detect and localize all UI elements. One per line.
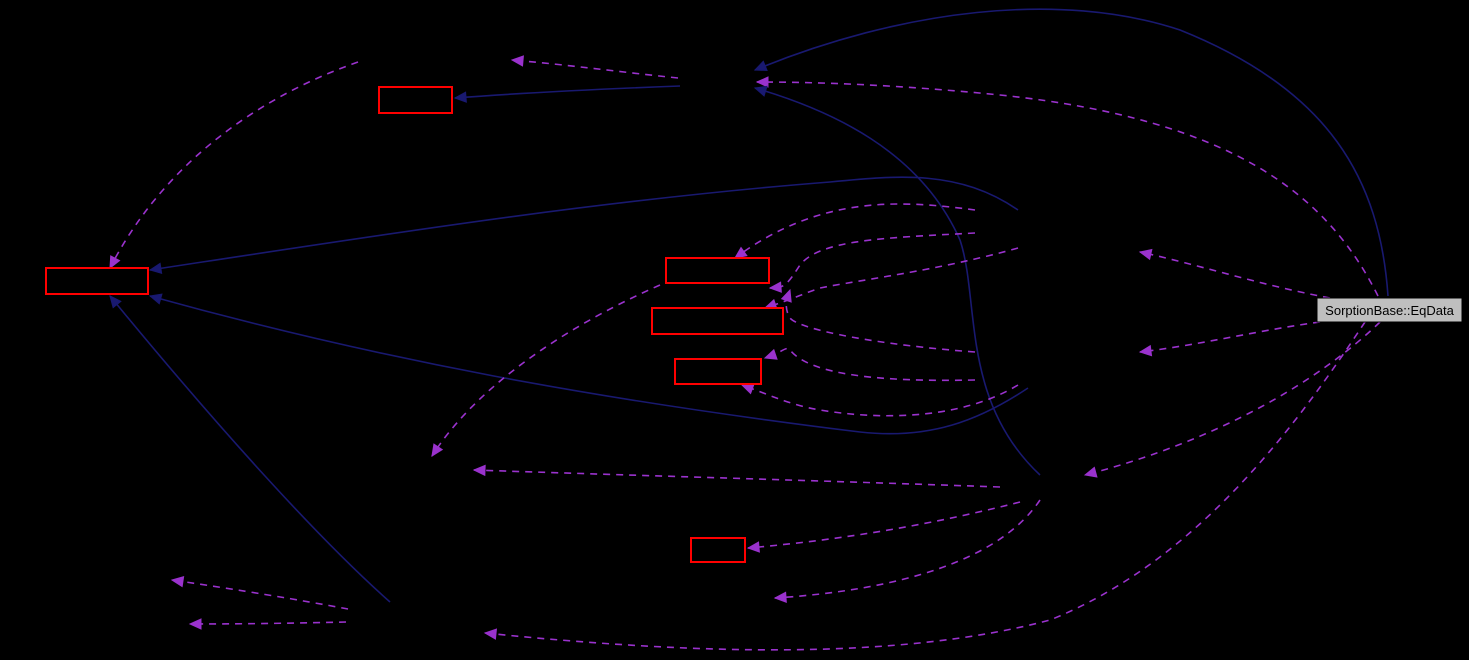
usage-edge bbox=[740, 383, 1019, 417]
arrowhead-icon bbox=[753, 85, 768, 97]
edge-path bbox=[764, 347, 976, 382]
inheritance-edge bbox=[109, 295, 391, 603]
arrowhead-icon bbox=[109, 255, 121, 270]
focus-node-box[interactable] bbox=[1316, 297, 1463, 323]
edge-path bbox=[149, 295, 1029, 435]
usage-edge bbox=[734, 203, 976, 259]
edge-path bbox=[734, 203, 976, 259]
arrowhead-icon bbox=[1138, 248, 1153, 261]
edge-path bbox=[774, 499, 1041, 599]
usage-edge bbox=[431, 284, 661, 458]
usage-edge bbox=[746, 501, 1021, 553]
inheritance-edge bbox=[148, 293, 1029, 435]
edge-path bbox=[1139, 321, 1321, 353]
arrowhead-icon bbox=[188, 618, 202, 630]
arrowhead-icon bbox=[768, 281, 782, 293]
arrowhead-icon bbox=[510, 55, 524, 67]
edge-path bbox=[756, 81, 1379, 297]
class-node[interactable] bbox=[651, 307, 784, 335]
inheritance-edge bbox=[453, 85, 681, 103]
edge-path bbox=[171, 579, 349, 610]
usage-edge bbox=[188, 618, 347, 630]
edge-path bbox=[511, 59, 679, 79]
arrowhead-icon bbox=[472, 464, 486, 477]
arrowhead-icon bbox=[780, 288, 792, 303]
edge-path bbox=[1139, 251, 1331, 299]
usage-edge bbox=[768, 232, 976, 293]
usage-edge bbox=[170, 575, 349, 610]
edge-path bbox=[785, 289, 976, 353]
edge-path bbox=[484, 321, 1366, 651]
nodes-layer bbox=[45, 86, 784, 563]
inheritance-edge bbox=[148, 176, 1019, 274]
arrowhead-icon bbox=[109, 295, 122, 309]
edge-path bbox=[189, 621, 347, 625]
arrowhead-icon bbox=[734, 246, 748, 259]
arrowhead-icon bbox=[148, 293, 163, 305]
edge-path bbox=[454, 85, 681, 99]
usage-edge bbox=[1083, 321, 1381, 478]
edge-path bbox=[769, 232, 976, 290]
usage-edge bbox=[472, 464, 1001, 488]
arrowhead-icon bbox=[773, 591, 787, 603]
arrowhead-icon bbox=[483, 628, 498, 640]
class-node-box[interactable] bbox=[651, 307, 784, 335]
inheritance-edge bbox=[753, 8, 1389, 297]
edge-path bbox=[149, 176, 1019, 271]
arrowhead-icon bbox=[1083, 466, 1098, 478]
edge-path bbox=[754, 87, 1041, 476]
focus-node[interactable]: SorptionBase::EqData bbox=[1316, 297, 1463, 323]
class-node-box[interactable] bbox=[45, 267, 149, 295]
arrowhead-icon bbox=[740, 383, 755, 395]
class-node[interactable] bbox=[690, 537, 746, 563]
edge-path bbox=[473, 469, 1001, 488]
usage-edge bbox=[483, 321, 1366, 651]
focus-node-label: SorptionBase::EqData bbox=[1325, 303, 1454, 318]
arrowhead-icon bbox=[148, 262, 163, 274]
usage-edge bbox=[763, 347, 976, 382]
usage-edge bbox=[109, 61, 359, 270]
edge-path bbox=[764, 247, 1019, 309]
arrowhead-icon bbox=[753, 60, 768, 72]
arrowhead-icon bbox=[1138, 344, 1153, 357]
inheritance-edge bbox=[753, 85, 1041, 476]
class-node[interactable] bbox=[665, 257, 770, 284]
usage-edge bbox=[510, 55, 679, 79]
usage-edge bbox=[1138, 321, 1321, 357]
edge-path bbox=[431, 284, 661, 457]
class-node-box[interactable] bbox=[665, 257, 770, 284]
arrowhead-icon bbox=[170, 575, 185, 588]
class-node[interactable] bbox=[45, 267, 149, 295]
class-node-box[interactable] bbox=[674, 358, 762, 385]
usage-edge bbox=[763, 247, 1019, 310]
arrowhead-icon bbox=[453, 91, 467, 103]
usage-edge bbox=[780, 288, 976, 353]
edge-path bbox=[1084, 321, 1381, 476]
arrowhead-icon bbox=[755, 76, 769, 88]
usage-edge bbox=[773, 499, 1041, 603]
class-node[interactable] bbox=[378, 86, 453, 114]
arrowhead-icon bbox=[431, 443, 444, 458]
arrowhead-icon bbox=[746, 541, 760, 553]
edge-path bbox=[109, 295, 391, 603]
edge-path bbox=[741, 384, 1019, 417]
usage-edge bbox=[755, 76, 1379, 297]
class-node-box[interactable] bbox=[690, 537, 746, 563]
class-node[interactable] bbox=[674, 358, 762, 385]
usage-edge bbox=[1138, 248, 1331, 299]
edges-layer bbox=[109, 8, 1389, 651]
edge-path bbox=[109, 61, 359, 269]
arrowhead-icon bbox=[763, 348, 778, 360]
edge-path bbox=[747, 501, 1021, 549]
class-node-box[interactable] bbox=[378, 86, 453, 114]
edge-path bbox=[754, 8, 1389, 297]
